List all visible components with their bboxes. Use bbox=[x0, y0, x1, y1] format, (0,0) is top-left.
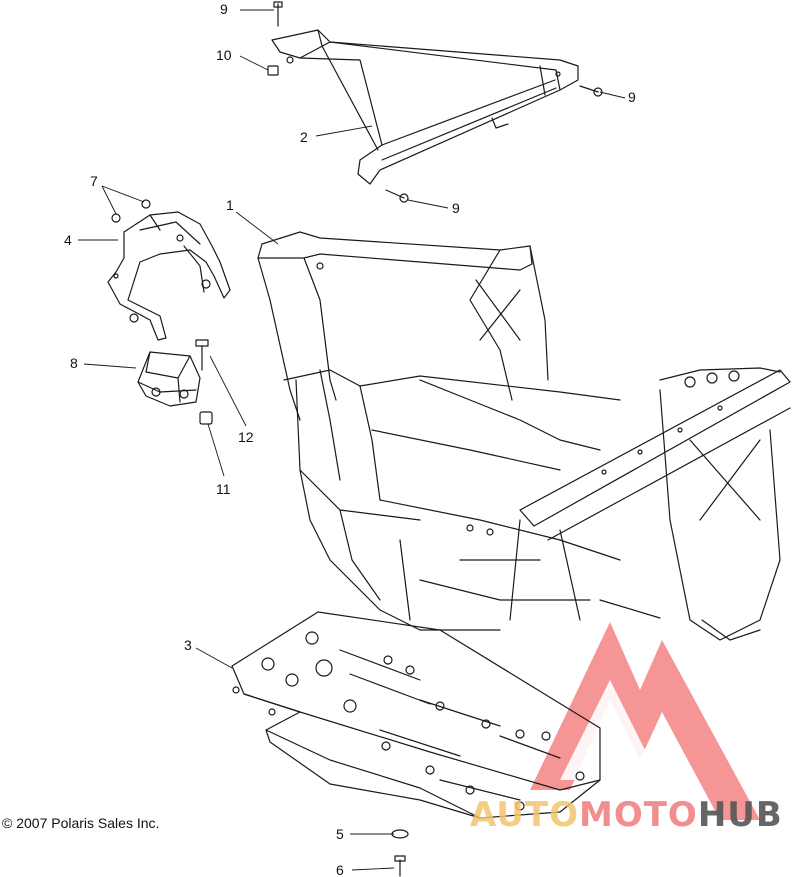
copyright-notice: © 2007 Polaris Sales Inc. bbox=[2, 815, 160, 831]
bolt-9-lower bbox=[385, 189, 409, 203]
callout-labels: 9 10 9 2 9 7 1 4 8 12 11 3 5 6 bbox=[64, 1, 636, 877]
watermark-moto: MOTO bbox=[579, 795, 698, 835]
callout-11: 11 bbox=[216, 481, 231, 497]
bolt-9-top bbox=[273, 1, 283, 27]
cross-brace-part-2 bbox=[271, 29, 579, 185]
callout-9-top: 9 bbox=[220, 1, 228, 17]
callout-4: 4 bbox=[64, 232, 72, 248]
mount-block-part-8 bbox=[137, 351, 201, 407]
nut-11 bbox=[199, 411, 213, 425]
callout-7: 7 bbox=[90, 173, 98, 189]
nut-10 bbox=[267, 65, 279, 76]
callout-1: 1 bbox=[226, 197, 234, 213]
callout-9-lower: 9 bbox=[452, 200, 460, 216]
watermark-hub: HUB bbox=[698, 795, 783, 835]
callout-5: 5 bbox=[336, 826, 344, 842]
watermark-brand: AUTOMOTOHUB bbox=[470, 795, 783, 835]
bolt-6 bbox=[394, 855, 406, 877]
callout-12: 12 bbox=[238, 429, 254, 445]
watermark-logo bbox=[530, 622, 760, 820]
callout-3: 3 bbox=[184, 637, 192, 653]
callout-2: 2 bbox=[300, 129, 308, 145]
callout-8: 8 bbox=[70, 355, 78, 371]
bracket-part-4 bbox=[107, 211, 231, 341]
watermark-auto: AUTO bbox=[470, 795, 579, 835]
callout-9-right: 9 bbox=[628, 89, 636, 105]
skid-plate-part-3 bbox=[231, 611, 601, 819]
bolt-9-right bbox=[579, 85, 603, 97]
main-frame-part-1 bbox=[257, 231, 791, 641]
washer-5 bbox=[391, 829, 409, 839]
callout-6: 6 bbox=[336, 862, 344, 877]
bolt-12 bbox=[195, 339, 209, 371]
callout-10: 10 bbox=[216, 47, 232, 63]
fasteners-7 bbox=[111, 199, 211, 323]
leader-lines bbox=[78, 9, 626, 871]
